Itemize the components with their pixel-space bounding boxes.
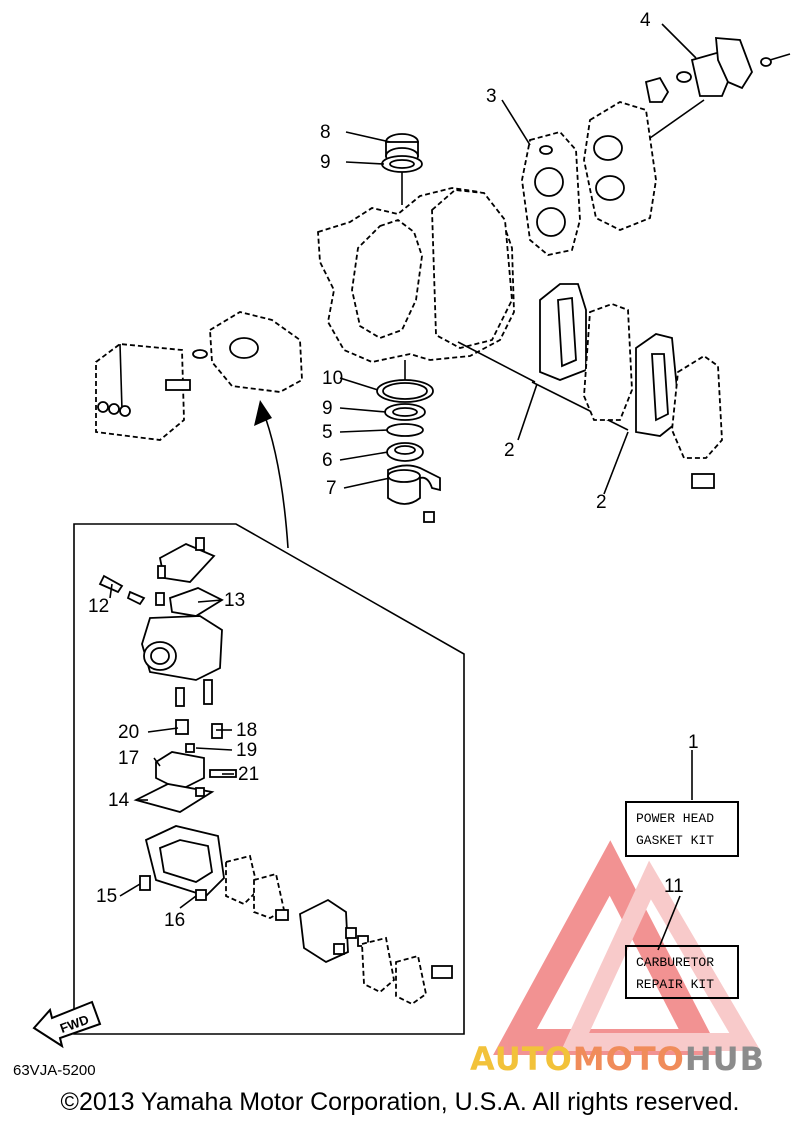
callout-10: 10: [322, 368, 343, 389]
carburetor-kit-line2: REPAIR KIT: [636, 977, 714, 992]
diagram-code: 63VJA-5200: [13, 1062, 96, 1079]
callout-14: 14: [108, 790, 130, 811]
leader-lines: [109, 23, 697, 951]
power-head-kit-line2: GASKET KIT: [636, 833, 714, 848]
callout-numbers: 8 9 10 9 5 6 7 3 4 2 2 12 13 20 18 19 17…: [88, 10, 699, 931]
callout-2-right: 2: [596, 492, 607, 513]
assembly-arrow: [254, 400, 289, 549]
callout-9-top: 9: [320, 152, 331, 173]
carburetor-inset: [73, 523, 465, 1035]
callout-8: 8: [320, 122, 331, 143]
carburetor-kit-line1: CARBURETOR: [636, 955, 714, 970]
watermark-auto: AUTO: [470, 1040, 573, 1078]
copyright-notice: ©2013 Yamaha Motor Corporation, U.S.A. A…: [60, 1088, 740, 1116]
callout-7: 7: [326, 478, 337, 499]
callout-19: 19: [236, 740, 257, 761]
callout-18: 18: [236, 720, 257, 741]
callout-1: 1: [688, 732, 699, 753]
forward-arrow: FWD: [32, 1000, 102, 1049]
callout-20: 20: [118, 722, 139, 743]
callout-6: 6: [322, 450, 333, 471]
watermark-text: AUTOMOTOHUB: [470, 1040, 765, 1078]
power-head-kit-line1: POWER HEAD: [636, 811, 714, 826]
callout-17: 17: [118, 748, 139, 769]
watermark-logo: [493, 840, 761, 1055]
carburetor-repair-kit-box: CARBURETOR REPAIR KIT: [625, 945, 739, 999]
callout-15: 15: [96, 886, 117, 907]
exhaust-cover-gasket: [521, 101, 657, 256]
watermark-moto: MOTO: [572, 1040, 685, 1078]
callout-21: 21: [238, 764, 259, 785]
silencer: [95, 311, 303, 441]
callout-13: 13: [224, 590, 245, 611]
callout-11: 11: [664, 876, 684, 897]
thermostat-cover: [644, 37, 791, 139]
watermark-hub: HUB: [684, 1040, 766, 1078]
callout-4: 4: [640, 10, 651, 31]
callout-16: 16: [164, 910, 185, 931]
callout-12: 12: [88, 596, 109, 617]
power-head-gasket-kit-box: POWER HEAD GASKET KIT: [625, 801, 739, 857]
callout-3: 3: [486, 86, 497, 107]
callout-9-bottom: 9: [322, 398, 333, 419]
bottom-seals: [376, 360, 441, 523]
callout-2-left: 2: [504, 440, 515, 461]
top-seals: [381, 133, 423, 205]
carburetor-parts: [98, 537, 453, 1006]
callout-5: 5: [322, 422, 333, 443]
reed-valve-gaskets: [539, 283, 723, 489]
cylinder-block: [317, 187, 629, 431]
